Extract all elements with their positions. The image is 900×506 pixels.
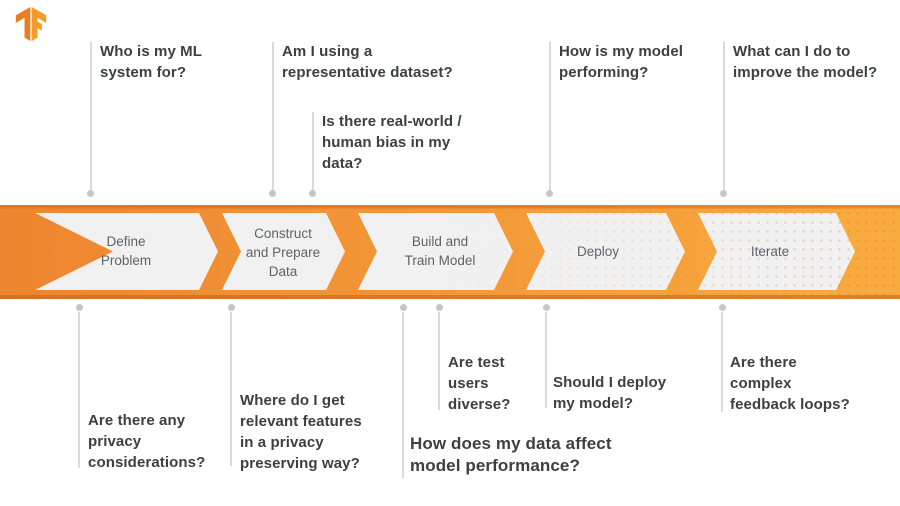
connector-line — [78, 312, 80, 468]
connector-line — [549, 42, 551, 190]
question-real-world-human-bias: Is there real-world / human bias in my d… — [322, 113, 462, 172]
connector-line — [545, 312, 547, 408]
chevron-construct-prepare-data — [222, 213, 345, 290]
stage-label-define-problem: Define Problem — [100, 234, 152, 268]
question-relevant-features: Where do I get relevant features in a pr… — [240, 392, 362, 472]
connector-dot — [546, 190, 553, 197]
stage-label-build-train: Build and Train Model — [404, 234, 476, 268]
connector-dot — [309, 190, 316, 197]
connector-line — [721, 312, 723, 412]
connector-line — [272, 42, 274, 190]
connector-dot — [720, 190, 727, 197]
process-band — [0, 205, 900, 299]
connector-dot — [269, 190, 276, 197]
stage-label-iterate: Iterate — [750, 244, 790, 259]
tensorflow-logo-icon — [15, 7, 47, 41]
question-test-users-diverse: Are test users diverse? — [448, 354, 511, 413]
connector-dot — [543, 304, 550, 311]
band-bottom-edge — [0, 295, 900, 299]
connector-line — [90, 42, 92, 190]
connector-dot — [400, 304, 407, 311]
connector-line — [402, 312, 404, 478]
band-top-edge — [0, 205, 900, 209]
connector-dot — [228, 304, 235, 311]
stage-label-construct-prepare: Construct and Prepare Data — [245, 226, 321, 279]
chevron-define-problem — [35, 213, 218, 290]
connector-line — [723, 42, 725, 190]
question-representative-dataset: Am I using a representative dataset? — [282, 43, 453, 81]
question-improve-model: What can I do to improve the model? — [733, 43, 878, 81]
chevron-deploy — [526, 213, 685, 290]
question-model-performing: How is my model performing? — [559, 43, 684, 81]
question-feedback-loops: Are there complex feedback loops? — [730, 354, 850, 413]
stage-label-deploy: Deploy — [576, 244, 620, 259]
connector-dot — [87, 190, 94, 197]
connector-line — [438, 312, 440, 410]
connector-line — [230, 312, 232, 466]
connector-dot — [436, 304, 443, 311]
connector-dot — [719, 304, 726, 311]
chevron-iterate — [698, 213, 855, 290]
connector-dot — [76, 304, 83, 311]
chevron-build-train-model — [358, 213, 513, 290]
connector-line — [312, 112, 314, 190]
question-data-affect-performance: How does my data affect model performanc… — [410, 434, 612, 475]
question-privacy-considerations: Are there any privacy considerations? — [88, 412, 206, 471]
question-should-i-deploy: Should I deploy my model? — [553, 374, 667, 412]
question-who-is-ml-system-for: Who is my ML system for? — [100, 43, 203, 81]
